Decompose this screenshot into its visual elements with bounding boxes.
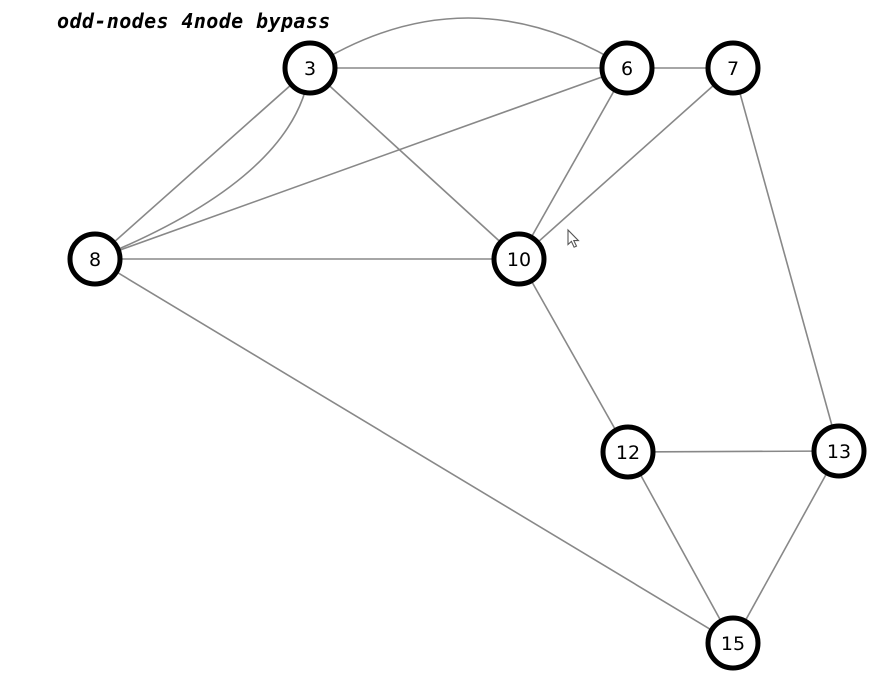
graph-edge-3-10[interactable] [309,67,520,260]
node-circle[interactable] [811,423,867,479]
graph-edge-12-13[interactable] [627,450,840,453]
graph-edge-12-15[interactable] [627,451,734,644]
node-circle[interactable] [705,615,761,671]
graph-edge-7-10[interactable] [518,67,734,260]
graph-edge-6-10[interactable] [518,67,628,260]
graph-node-10[interactable]: 10 [491,231,547,287]
graph-edge-7-13[interactable] [732,67,840,452]
graph-edge-8-15[interactable] [94,258,734,644]
node-circle[interactable] [282,40,338,96]
graph-title: odd-nodes 4node bypass [57,9,331,33]
graph-edge-3-8[interactable] [94,67,311,260]
node-circle[interactable] [67,231,123,287]
node-circle[interactable] [705,40,761,96]
graph-edge-6-8[interactable] [94,67,628,260]
graph-node-6[interactable]: 6 [599,40,655,96]
graph-node-3[interactable]: 3 [282,40,338,96]
graph-node-8[interactable]: 8 [67,231,123,287]
graph-node-12[interactable]: 12 [600,424,656,480]
node-circle[interactable] [600,424,656,480]
graph-edge-3-6-bypass[interactable] [309,17,628,69]
graph-edge-10-12[interactable] [518,258,629,453]
graph-node-15[interactable]: 15 [705,615,761,671]
graph-node-13[interactable]: 13 [811,423,867,479]
node-circle[interactable] [599,40,655,96]
node-circle[interactable] [491,231,547,287]
graph-edge-13-15[interactable] [732,450,840,644]
graph-node-7[interactable]: 7 [705,40,761,96]
mouse-cursor-icon [567,228,580,248]
graph-edge-3-8-bypass[interactable] [94,67,311,260]
